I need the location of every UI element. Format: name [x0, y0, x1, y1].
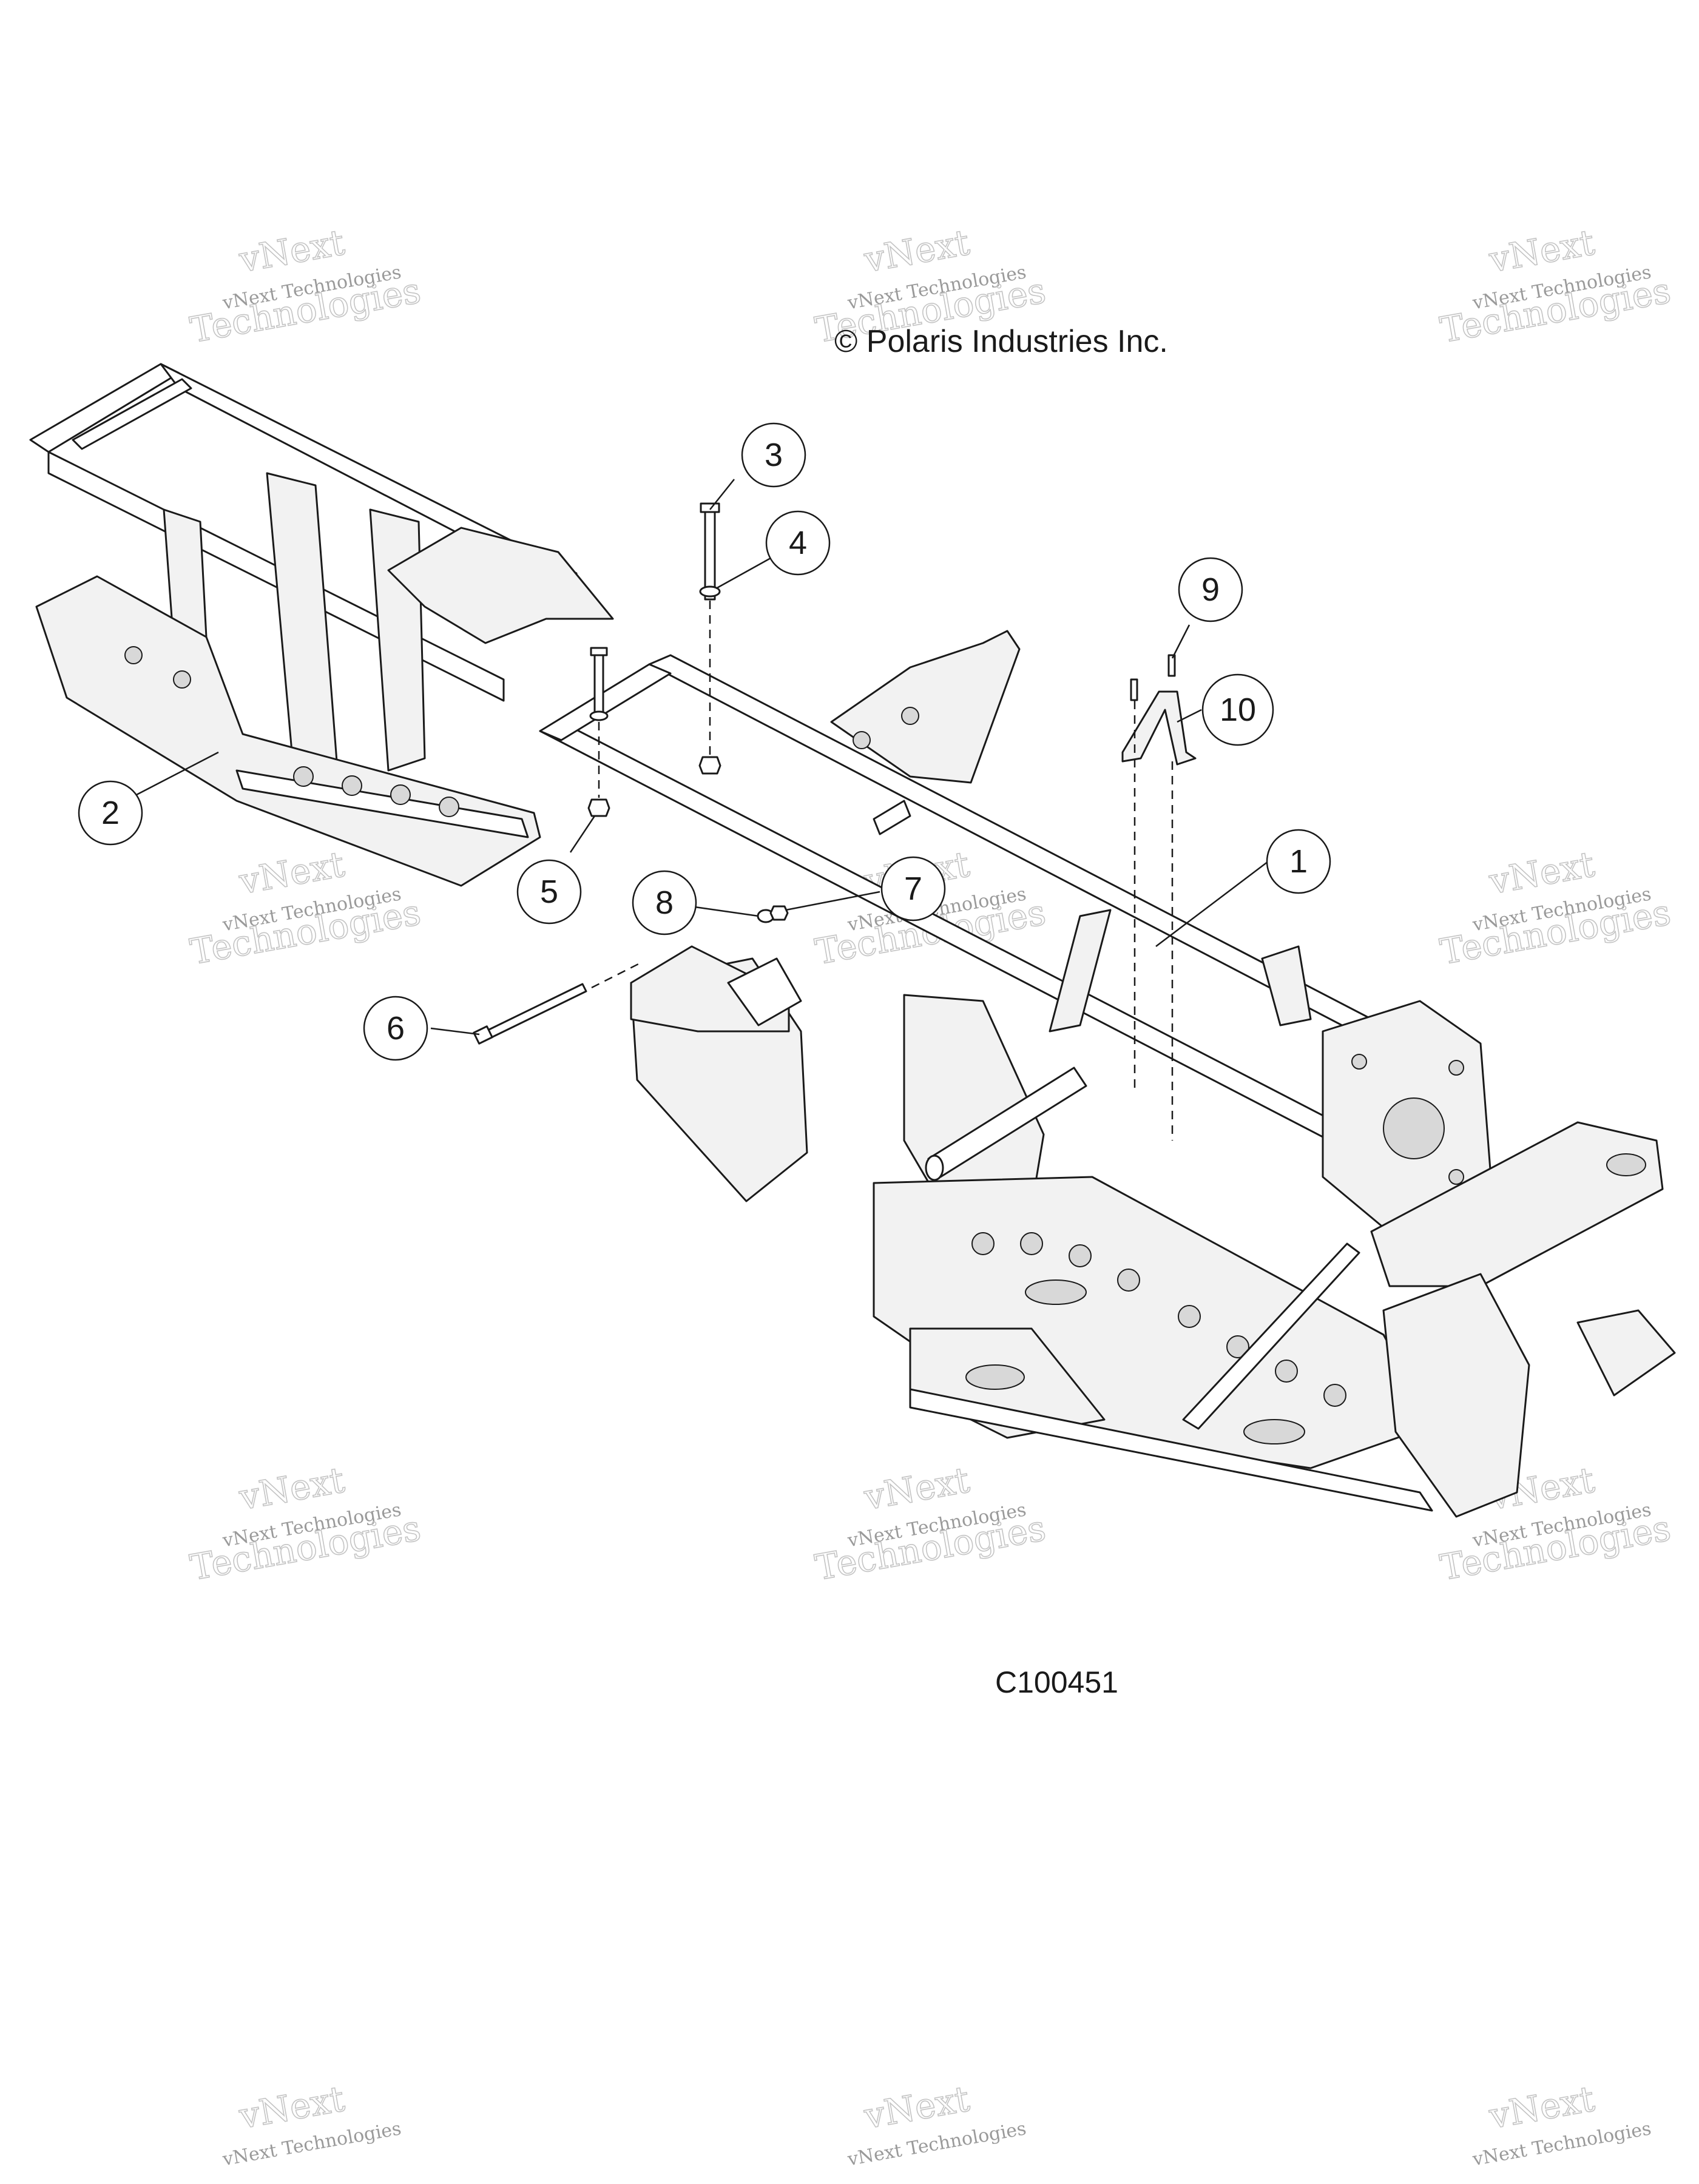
callout-9: 9	[1178, 557, 1243, 622]
hardware	[473, 502, 1197, 1045]
callout-6: 6	[363, 996, 428, 1061]
nut-4	[698, 756, 721, 775]
callout-label: 9	[1201, 571, 1220, 608]
watermark-bottom-left: vNext vNext Technologies	[220, 2077, 403, 2170]
callout-label: 6	[387, 1010, 405, 1046]
callout-label: 7	[904, 871, 922, 907]
watermark-word: vNext	[1486, 221, 1598, 280]
callout-label: 10	[1220, 692, 1256, 728]
copyright-text: © Polaris Industries Inc.	[834, 324, 1168, 359]
watermark-word: vNext	[861, 2078, 973, 2137]
washer-5-upper	[589, 710, 609, 721]
callout-7: 7	[880, 856, 946, 922]
watermark-mid-right: vNext vNext Technologies Technologies	[1437, 843, 1674, 973]
washer-4	[699, 585, 721, 598]
callout-label: 8	[655, 885, 674, 921]
bolt-6-head	[473, 1025, 493, 1045]
callout-label: 1	[1289, 843, 1308, 880]
callout-label: 3	[765, 437, 783, 473]
watermark-top-right: vNext vNext Technologies Technologies	[1437, 221, 1674, 351]
watermark-word: vNext	[236, 1459, 348, 1518]
callout-10: 10	[1201, 673, 1274, 746]
screw-9a	[1130, 678, 1138, 701]
watermark-word: vNext	[861, 221, 973, 280]
watermark-word: vNext	[236, 2078, 348, 2137]
nut-5	[587, 798, 610, 817]
bolt-6	[484, 983, 587, 1040]
callout-2: 2	[78, 780, 143, 846]
watermark-word: vNext	[236, 843, 348, 902]
watermark-word: vNext	[236, 221, 348, 280]
diagram-code: C100451	[995, 1665, 1118, 1699]
watermark-bottom-center: vNext vNext Technologies	[845, 2077, 1028, 2170]
main-frame	[539, 630, 1676, 1518]
assembly-lines	[591, 601, 1174, 1141]
bolt-5-upper-head	[590, 647, 608, 656]
callout-4: 4	[765, 510, 831, 576]
bracket-10	[1121, 690, 1197, 766]
callout-label: 2	[101, 795, 120, 831]
nut-7	[769, 905, 789, 921]
callout-label: 4	[789, 525, 807, 561]
callout-1: 1	[1266, 829, 1331, 894]
watermark-word: vNext	[1486, 843, 1598, 902]
watermark-low-left: vNext vNext Technologies Technologies	[187, 1458, 424, 1589]
watermark-word: vNext	[1486, 2078, 1598, 2137]
callout-3: 3	[741, 422, 806, 488]
screw-9b	[1167, 654, 1176, 677]
rear-subframe	[29, 363, 614, 887]
watermark-bottom-right: vNext vNext Technologies	[1470, 2077, 1653, 2170]
bolt-3-head	[700, 502, 720, 513]
callout-8: 8	[632, 870, 697, 935]
callout-5: 5	[516, 859, 582, 925]
watermark-top-left: vNext vNext Technologies Technologies	[187, 221, 424, 351]
watermark-low-center: vNext vNext Technologies Technologies	[812, 1458, 1049, 1589]
callout-label: 5	[540, 874, 558, 910]
bolt-5-upper	[593, 651, 604, 714]
watermark-word: vNext	[861, 1459, 973, 1518]
leader-lines	[136, 479, 1269, 1036]
